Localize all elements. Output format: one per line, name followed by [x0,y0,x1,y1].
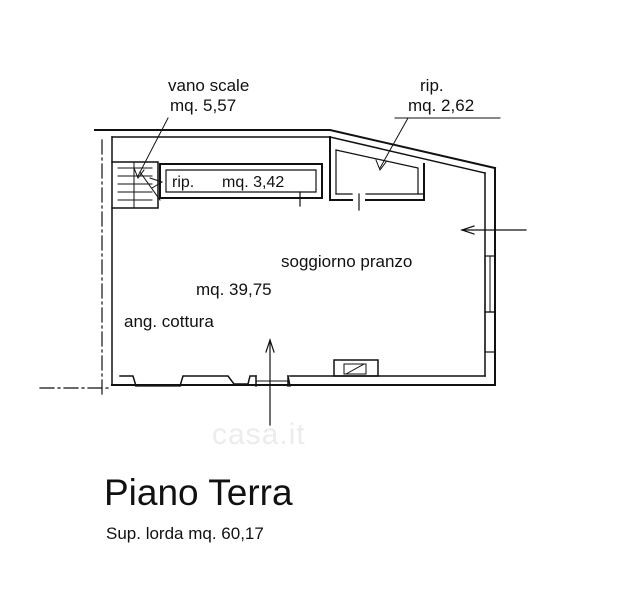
storage-left-label: rip. [172,174,195,191]
storage-right-name: rip. [420,76,444,95]
right-storage-walls [329,136,425,211]
right-entry-arrow [460,225,527,235]
watermark-text: casa.it [212,418,306,451]
living-name: soggiorno pranzo [281,252,413,271]
right-window [484,255,496,353]
floor-subtitle: Sup. lorda mq. 60,17 [106,524,264,543]
storage-right-area: mq. 2,62 [408,96,475,115]
storage-left-area: mq. 3,42 [222,174,285,191]
sink-unit [333,359,379,377]
living-area: mq. 39,75 [196,280,272,299]
floor-title: Piano Terra [104,472,293,513]
stair-name: vano scale [168,76,250,95]
stair-area: mq. 5,57 [170,96,237,115]
storage-leader [379,117,409,169]
stair [111,161,164,209]
bottom-door [255,338,289,426]
kitchen-name: ang. cottura [124,312,214,331]
stair-leader [137,117,169,177]
left-storage-walls [159,163,323,207]
